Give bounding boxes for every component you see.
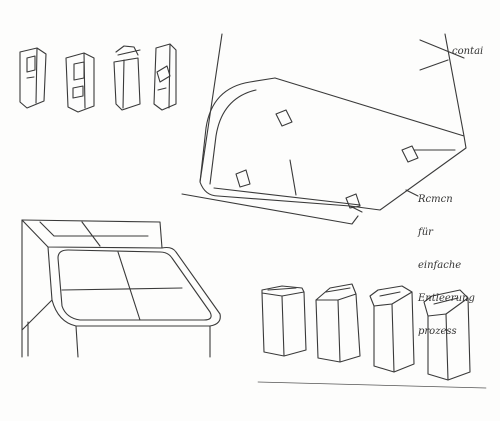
rail-clips [235, 109, 419, 209]
annotation-line: einfache [418, 260, 462, 271]
annotation-line: Entleerung [418, 293, 475, 304]
annotation-line: Rcmcn [418, 194, 453, 205]
bin-4 [423, 289, 471, 381]
collection-bins [257, 283, 487, 389]
ground-line [257, 381, 487, 389]
large-kiosk-sketch [21, 219, 221, 358]
bin-1 [261, 285, 307, 357]
annotation-emptying-note: Rcmcn für einfache Entleerung prozess [418, 172, 475, 348]
annotation-container-label: contai [452, 46, 484, 57]
kiosk-thumb-3 [113, 45, 141, 111]
bin-2 [315, 283, 361, 363]
annotation-line: prozess [418, 326, 457, 337]
container-underside-view [181, 33, 467, 225]
kiosk-thumb-4 [153, 43, 177, 111]
kiosk-thumbnails [19, 43, 177, 113]
bin-3 [369, 285, 415, 373]
kiosk-thumb-2 [65, 52, 95, 113]
annotation-line: für [418, 227, 433, 238]
kiosk-thumb-1 [19, 47, 47, 109]
